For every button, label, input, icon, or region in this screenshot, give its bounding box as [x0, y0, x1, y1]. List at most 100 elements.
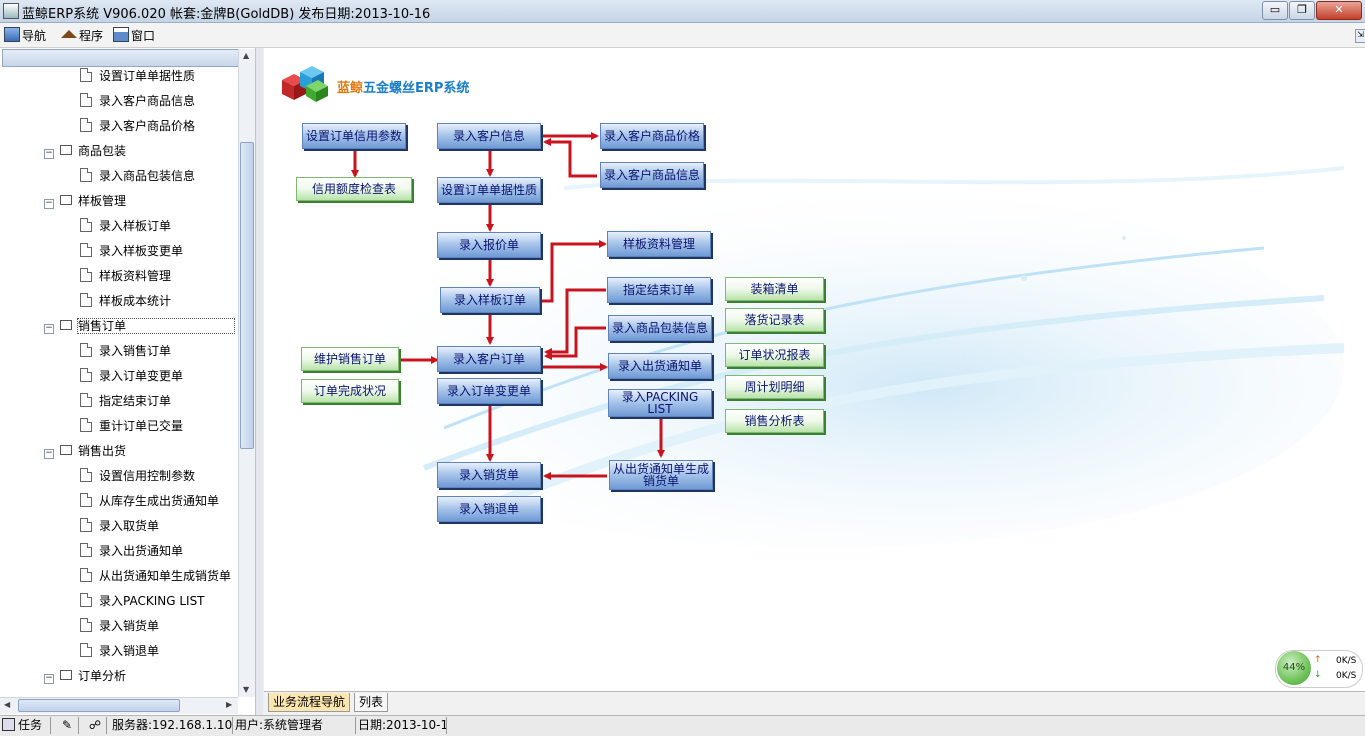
panel-splitter[interactable] — [256, 48, 263, 715]
flow-package-info-button[interactable]: 录入商品包装信息 — [608, 315, 712, 341]
tree-group[interactable]: −销售出货 — [44, 441, 126, 461]
minimize-button[interactable]: ▭ — [1262, 1, 1288, 20]
menu-item-navigation[interactable]: 导航 — [4, 27, 46, 43]
collapse-icon[interactable]: − — [44, 448, 54, 459]
document-icon — [80, 468, 92, 482]
flow-weekly-plan-button[interactable]: 周计划明细 — [725, 375, 824, 399]
flow-delivery-record-button[interactable]: 落货记录表 — [725, 308, 824, 332]
folder-icon — [60, 445, 72, 455]
menu-item-program[interactable]: 程序 — [61, 27, 103, 43]
tree-item[interactable]: 样板资料管理 — [80, 266, 171, 286]
folder-icon — [60, 195, 72, 205]
tree-item[interactable]: 录入出货通知单 — [80, 541, 183, 561]
document-icon — [80, 418, 92, 432]
document-icon — [80, 218, 92, 232]
flow-packing-list-report-button[interactable]: 装箱清单 — [725, 277, 824, 301]
tree-item[interactable]: 录入客户商品价格 — [80, 116, 195, 136]
flow-packing-list-button[interactable]: 录入PACKING LIST — [608, 389, 712, 417]
scroll-down-icon[interactable]: ▼ — [243, 685, 250, 694]
tree-item[interactable]: 录入样板订单 — [80, 216, 171, 236]
maximize-button[interactable]: ❐ — [1289, 1, 1315, 20]
flow-generate-sales-bill-button[interactable]: 从出货通知单生成 销货单 — [609, 460, 713, 490]
tree-item[interactable]: 设置信用控制参数 — [80, 466, 195, 486]
memory-usage-ball[interactable]: 44% — [1277, 651, 1311, 685]
flow-order-nature-button[interactable]: 设置订单单据性质 — [437, 177, 541, 203]
panel-pin-icon[interactable]: ⇲ — [1355, 29, 1365, 43]
flow-order-completion-button[interactable]: 订单完成状况 — [301, 379, 399, 403]
tree-item[interactable]: 设置订单单据性质 — [80, 66, 195, 86]
task-button[interactable]: 任务 — [2, 717, 51, 734]
tree-item[interactable]: 录入样板变更单 — [80, 241, 183, 261]
document-icon — [80, 168, 92, 182]
flow-set-credit-params-button[interactable]: 设置订单信用参数 — [302, 123, 406, 149]
tab-workflow-navigation[interactable]: 业务流程导航 — [268, 693, 351, 712]
flow-close-order-button[interactable]: 指定结束订单 — [607, 277, 711, 303]
flow-credit-check-report-button[interactable]: 信用额度检查表 — [296, 177, 412, 201]
document-icon — [80, 393, 92, 407]
network-icon[interactable]: ☍ — [84, 717, 107, 734]
flow-customer-goods-info-button[interactable]: 录入客户商品信息 — [600, 162, 704, 188]
tree-group[interactable]: − 订单分析 — [44, 666, 126, 686]
tree-item[interactable]: 从库存生成出货通知单 — [80, 491, 219, 511]
tree-item-label: 录入商品包装信息 — [99, 169, 196, 183]
flow-order-status-report-button[interactable]: 订单状况报表 — [725, 343, 824, 367]
document-icon — [80, 343, 92, 357]
flow-customer-info-button[interactable]: 录入客户信息 — [437, 123, 541, 149]
close-button[interactable]: ✕ — [1316, 1, 1362, 20]
upload-speed: 0K/S — [1336, 656, 1357, 666]
tree-item-label: 录入PACKING LIST — [99, 594, 205, 608]
tree-group[interactable]: −销售订单 — [44, 316, 236, 336]
download-arrow-icon: ↓ — [1314, 670, 1322, 680]
tree-item[interactable]: 从出货通知单生成销货单 — [80, 566, 231, 586]
scroll-up-icon[interactable]: ▲ — [243, 51, 250, 60]
scroll-left-icon[interactable]: ◀ — [4, 700, 11, 709]
download-speed: 0K/S — [1336, 671, 1357, 681]
tree-item[interactable]: 录入商品包装信息 — [80, 166, 195, 186]
workflow-canvas — [264, 48, 1365, 691]
folder-icon — [60, 320, 72, 330]
document-icon — [80, 68, 92, 82]
tab-list[interactable]: 列表 — [354, 693, 389, 712]
tree-item[interactable]: 重计订单已交量 — [80, 416, 183, 436]
menu-item-window[interactable]: 窗口 — [113, 27, 155, 43]
tree-group[interactable]: −商品包装 — [44, 141, 126, 161]
tree-item[interactable]: 样板成本统计 — [80, 291, 171, 311]
flow-sample-data-mgmt-button[interactable]: 样板资料管理 — [607, 231, 711, 257]
tree-item-label: 订单分析 — [78, 669, 127, 683]
navigation-icon — [4, 27, 20, 42]
document-icon — [80, 368, 92, 382]
server-address: 服务器:192.168.1.105 — [112, 717, 233, 734]
tree-hscroll-thumb[interactable] — [18, 699, 180, 712]
flow-sales-return-button[interactable]: 录入销退单 — [437, 496, 541, 522]
flow-sales-bill-button[interactable]: 录入销货单 — [437, 462, 541, 488]
tree-item[interactable]: 录入销退单 — [80, 641, 159, 661]
collapse-icon[interactable]: − — [44, 323, 54, 334]
flow-maintain-order-button[interactable]: 维护销售订单 — [301, 347, 399, 371]
scroll-right-icon[interactable]: ▶ — [226, 700, 233, 709]
collapse-icon[interactable]: − — [44, 198, 54, 209]
tree-item[interactable]: 录入销货单 — [80, 616, 159, 636]
document-icon — [80, 518, 92, 532]
tree-item[interactable]: 录入取货单 — [80, 516, 159, 536]
flow-sample-order-button[interactable]: 录入样板订单 — [440, 287, 540, 313]
collapse-icon[interactable]: − — [44, 673, 54, 684]
home-icon — [61, 30, 77, 38]
tree-group[interactable]: −样板管理 — [44, 191, 126, 211]
status-bar — [0, 715, 1365, 736]
title-bar: 蓝鲸ERP系统 V906.020 帐套:金牌B(GoldDB) 发布日期:201… — [0, 0, 1365, 23]
tree-item[interactable]: 录入PACKING LIST — [80, 591, 205, 611]
flow-order-change-button[interactable]: 录入订单变更单 — [437, 378, 541, 404]
tree-item[interactable]: 录入客户商品信息 — [80, 91, 195, 111]
tree-item[interactable]: 录入订单变更单 — [80, 366, 183, 386]
flow-customer-order-button[interactable]: 录入客户订单 — [437, 346, 541, 372]
tree-item[interactable]: 指定结束订单 — [80, 391, 171, 411]
flow-quotation-button[interactable]: 录入报价单 — [437, 232, 541, 258]
edit-icon[interactable]: ✎ — [56, 717, 79, 734]
flow-sales-analysis-button[interactable]: 销售分析表 — [725, 409, 824, 433]
document-icon — [80, 568, 92, 582]
tree-item[interactable]: 录入销售订单 — [80, 341, 171, 361]
collapse-icon[interactable]: − — [44, 148, 54, 159]
flow-customer-goods-price-button[interactable]: 录入客户商品价格 — [600, 123, 704, 149]
tree-scroll-thumb[interactable] — [240, 142, 254, 449]
flow-shipping-notice-button[interactable]: 录入出货通知单 — [608, 353, 712, 379]
